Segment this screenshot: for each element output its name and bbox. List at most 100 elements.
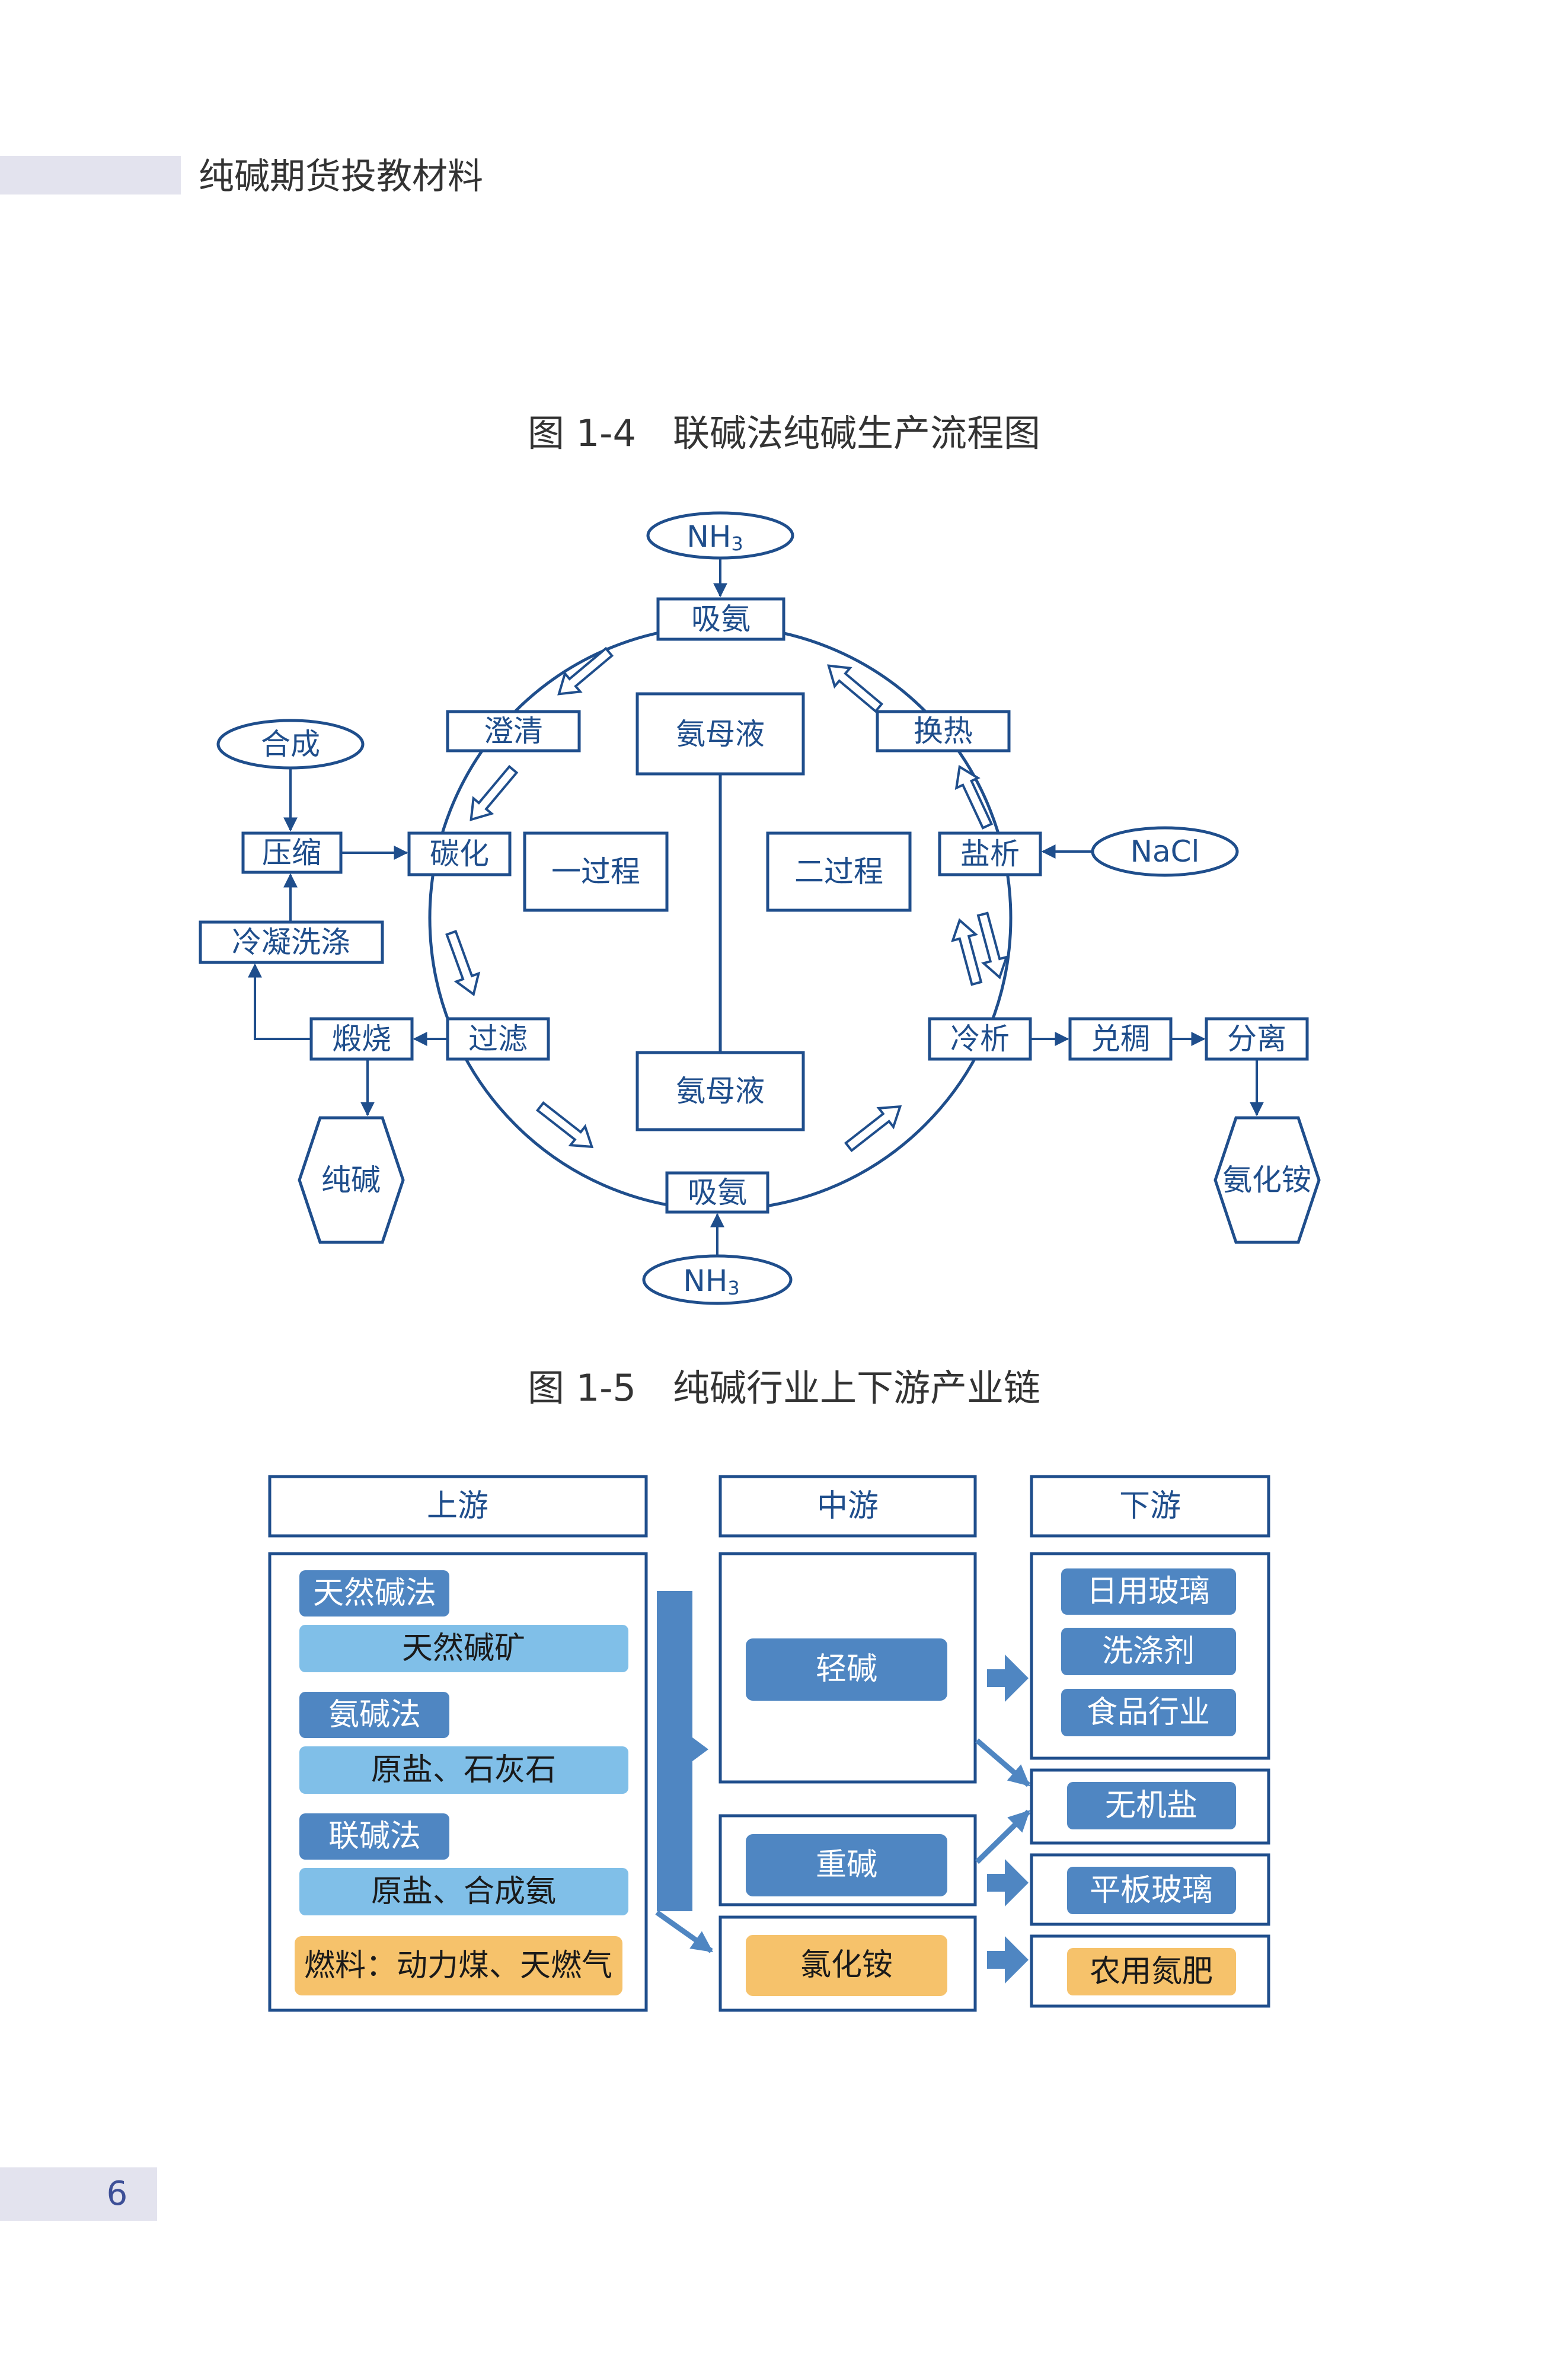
heavy-soda-box xyxy=(746,1834,947,1896)
calcine-label: 煅烧 xyxy=(332,1022,391,1056)
cycle-arrow-6a xyxy=(951,918,983,986)
salting-out-label: 盐析 xyxy=(960,837,1020,871)
heavy-soda-label: 重碱 xyxy=(816,1847,877,1883)
joint-inputs-box xyxy=(299,1868,628,1915)
figure-1-4-title: 图 1-4 联碱法纯碱生产流程图 xyxy=(528,412,1040,455)
food-industry-label: 食品行业 xyxy=(1087,1695,1210,1730)
fertilizer-box xyxy=(1067,1948,1236,1995)
cycle-arrow-5 xyxy=(844,1105,902,1152)
carbonize-label: 碳化 xyxy=(430,837,489,871)
nacl-label: NaCl xyxy=(1131,834,1200,869)
absorb-bottom-label: 吸氨 xyxy=(688,1175,747,1210)
food-industry-box xyxy=(1061,1689,1236,1736)
joint-inputs-label: 原盐、合成氨 xyxy=(371,1874,556,1909)
flat-glass-box xyxy=(1067,1867,1236,1914)
figure-1-4 xyxy=(199,511,1321,1305)
absorb-top-label: 吸氨 xyxy=(691,602,751,636)
ammonia-liquor-bottom-box xyxy=(635,1051,805,1131)
process-two-box xyxy=(766,831,912,912)
compress-label: 压缩 xyxy=(262,836,321,870)
soda-ash-label: 纯碱 xyxy=(321,1163,381,1197)
header-bar xyxy=(0,156,181,195)
ammonium-chloride-hexagon xyxy=(1213,1116,1321,1244)
nh4cl-to-fertilizer-arrow xyxy=(987,1936,1029,1984)
process-one-label: 一过程 xyxy=(551,855,640,889)
detergent-box xyxy=(1061,1628,1236,1675)
detergent-label: 洗涤剂 xyxy=(1102,1634,1195,1669)
light-soda-box xyxy=(746,1638,947,1701)
condense-wash-label: 冷凝洗涤 xyxy=(232,925,350,959)
filter-label: 过滤 xyxy=(468,1022,528,1056)
header-title: 纯碱期货投教材料 xyxy=(199,156,483,197)
nh3-top-label: NH3 xyxy=(686,519,743,555)
heat-exchange-box xyxy=(876,710,1011,753)
upstream-to-nh4cl-arrow xyxy=(655,1910,713,1953)
page-number-bar xyxy=(0,2167,157,2221)
soda-ash-hexagon xyxy=(298,1116,405,1244)
figure-1-5-labels: 上游 中游 下游 天然碱法 天然碱矿 氨碱法 原盐、石灰石 联碱法 原盐、合成氨… xyxy=(304,1488,1213,1989)
downstream-header-box xyxy=(1030,1475,1270,1538)
salting-out-box xyxy=(938,831,1042,876)
natural-method-box xyxy=(299,1570,449,1617)
fuel-label: 燃料：动力煤、天燃气 xyxy=(304,1948,612,1984)
condense-wash-box xyxy=(199,920,384,964)
ammonium-chloride-label: 氨化铵 xyxy=(1222,1163,1311,1197)
daily-glass-box xyxy=(1061,1568,1236,1615)
upstream-header-box xyxy=(268,1475,648,1538)
upstream-flow-arrow-tip xyxy=(692,1737,708,1761)
arrow-calcine-to-wash xyxy=(248,963,311,1040)
mid-to-down-arrows xyxy=(987,1654,1029,1984)
upstream-header-label: 上游 xyxy=(427,1488,488,1524)
fuel-box xyxy=(295,1936,622,1995)
ammonium-chloride-box xyxy=(746,1935,947,1996)
absorb-top-box xyxy=(656,597,785,641)
process-two-label: 二过程 xyxy=(794,855,883,889)
heavy-to-flat-glass-arrow xyxy=(987,1859,1029,1906)
ammonia-liquor-top-box xyxy=(635,692,805,776)
light-soda-label: 轻碱 xyxy=(816,1651,877,1687)
cooling-crystallize-label: 冷析 xyxy=(950,1022,1010,1056)
cycle-arrow-1 xyxy=(557,646,614,696)
cycle-arrow-6b xyxy=(976,911,1008,980)
cooling-crystallize-box xyxy=(928,1017,1032,1061)
cycle-arrow-8 xyxy=(827,664,884,713)
joint-method-box xyxy=(299,1813,449,1860)
page-number: 6 xyxy=(106,2175,128,2213)
figure-1-5 xyxy=(268,1475,1270,2012)
ammonia-liquor-top-label: 氨母液 xyxy=(676,717,765,751)
clarify-label: 澄清 xyxy=(484,714,543,748)
heavy-to-inorganic-arrow xyxy=(975,1809,1031,1864)
inorganic-salt-label: 无机盐 xyxy=(1105,1788,1197,1823)
ammonia-method-label: 氨碱法 xyxy=(328,1697,421,1733)
natural-method-label: 天然碱法 xyxy=(313,1576,436,1611)
flat-glass-label: 平板玻璃 xyxy=(1090,1873,1213,1908)
upstream-flow-bar xyxy=(657,1591,692,1911)
synthesis-label: 合成 xyxy=(261,727,320,761)
midstream-header-box xyxy=(718,1475,977,1538)
filter-box xyxy=(446,1017,550,1061)
fertilizer-label: 农用氮肥 xyxy=(1090,1954,1213,1989)
absorb-bottom-box xyxy=(665,1171,769,1214)
nh3-bottom-label: NH3 xyxy=(683,1264,739,1299)
figure-1-5-title: 图 1-5 纯碱行业上下游产业链 xyxy=(528,1366,1040,1410)
figure-1-4-labels: NH3 吸氨 氨母液 氨母液 吸氨 NH3 澄清 碳化 过滤 一过程 二过程 换… xyxy=(232,519,1311,1299)
inorganic-salt-box xyxy=(1067,1782,1236,1829)
ammonia-liquor-bottom-label: 氨母液 xyxy=(676,1074,765,1108)
light-to-inorganic-arrow xyxy=(975,1738,1030,1787)
carbonize-box xyxy=(407,831,512,876)
thicken-label: 兑稠 xyxy=(1091,1022,1150,1056)
cycle-arrow-3 xyxy=(445,930,481,997)
ammonia-inputs-box xyxy=(299,1746,628,1794)
cycle-arrow-7 xyxy=(954,764,994,830)
joint-method-label: 联碱法 xyxy=(328,1819,421,1854)
calcine-box xyxy=(309,1017,414,1061)
process-one-box xyxy=(523,831,669,912)
ammonium-chloride-mid-label: 氯化铵 xyxy=(800,1947,893,1983)
ammonia-inputs-label: 原盐、石灰石 xyxy=(371,1752,556,1788)
separate-box xyxy=(1205,1017,1309,1061)
downstream-header-label: 下游 xyxy=(1119,1488,1181,1524)
light-to-down-arrow xyxy=(987,1654,1029,1702)
ammonia-method-box xyxy=(299,1692,449,1738)
heat-exchange-label: 换热 xyxy=(914,714,973,748)
